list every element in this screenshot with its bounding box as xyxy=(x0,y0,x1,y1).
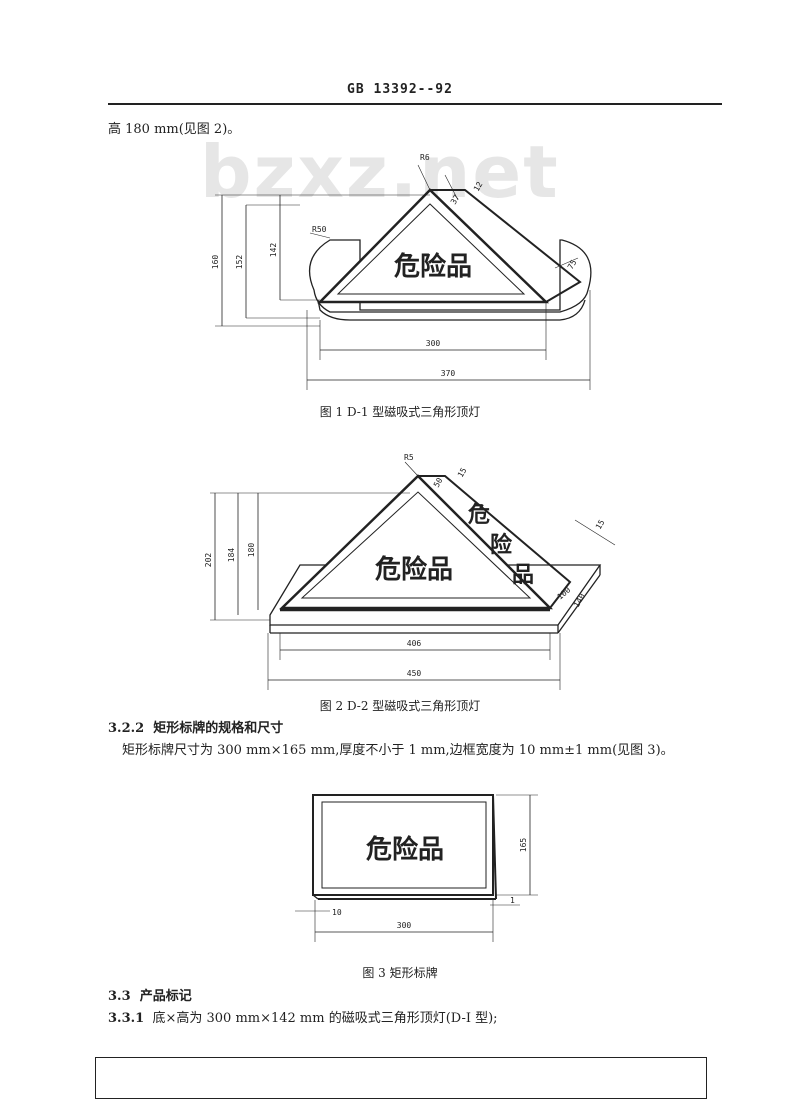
figure-2-side-char-2: 险 xyxy=(490,532,513,558)
section-3-2-2-title: 矩形标牌的规格和尺寸 xyxy=(153,721,284,736)
header-rule xyxy=(108,103,722,105)
fig1-dim-160: 160 xyxy=(211,255,220,270)
fig3-dim-165: 165 xyxy=(519,838,528,853)
fig2-dim-184: 184 xyxy=(227,548,236,563)
section-3-3-title: 产品标记 xyxy=(139,989,192,1004)
section-3-3-1: 3.3.1 底×高为 300 mm×142 mm 的磁吸式三角形顶灯(D-I 型… xyxy=(108,1007,498,1026)
figure-3-sign-text: 危险品 xyxy=(366,834,444,865)
figure-2-caption: 图 2 D-2 型磁吸式三角形顶灯 xyxy=(319,699,481,713)
section-3-3-heading: 3.3 产品标记 xyxy=(108,985,192,1004)
figure-2-side-char-1: 危 xyxy=(468,502,490,528)
fig1-dim-142: 142 xyxy=(269,243,278,258)
fig2-dim-r5: R5 xyxy=(404,453,414,462)
fig1-dim-r50: R50 xyxy=(312,225,327,234)
figure-1-sign-text: 危险品 xyxy=(394,251,472,282)
figure-2-sign-text: 危险品 xyxy=(375,554,453,585)
figure-3-caption: 图 3 矩形标牌 xyxy=(362,966,438,980)
figure-1-caption: 图 1 D-1 型磁吸式三角形顶灯 xyxy=(319,405,481,419)
fig3-dim-1: 1 xyxy=(510,896,515,905)
section-3-2-2-number: 3.2.2 xyxy=(108,721,145,736)
fig2-dim-450: 450 xyxy=(407,669,422,678)
fig1-dim-75: 75 xyxy=(566,258,579,271)
section-3-2-2-body: 矩形标牌尺寸为 300 mm×165 mm,厚度不小于 1 mm,边框宽度为 1… xyxy=(122,743,674,758)
section-3-3-number: 3.3 xyxy=(108,989,131,1004)
page-header: GB 13392--92 xyxy=(347,82,453,97)
fig2-dim-50: 50 xyxy=(432,476,445,489)
fig2-dim-406: 406 xyxy=(407,639,422,648)
fig2-dim-15: 15 xyxy=(456,466,469,479)
watermark: bzxz.net xyxy=(200,130,560,214)
fig3-dim-300: 300 xyxy=(397,921,412,930)
fig1-dim-37: 37 xyxy=(449,193,462,206)
fig2-dim-15b: 15 xyxy=(594,518,607,531)
section-3-2-2-heading: 3.2.2 矩形标牌的规格和尺寸 xyxy=(108,717,283,736)
fig1-dim-300: 300 xyxy=(426,339,441,348)
figure-2-side-char-3: 品 xyxy=(512,563,534,588)
section-3-3-1-body: 底×高为 300 mm×142 mm 的磁吸式三角形顶灯(D-I 型); xyxy=(152,1011,498,1026)
fig1-dim-152: 152 xyxy=(235,255,244,270)
fig2-dim-202: 202 xyxy=(204,553,213,568)
fig1-dim-r6: R6 xyxy=(420,153,430,162)
intro-text: 高 180 mm(见图 2)。 xyxy=(108,122,241,137)
fig1-dim-370: 370 xyxy=(441,369,456,378)
section-3-3-1-number: 3.3.1 xyxy=(108,1011,145,1026)
fig2-dim-180: 180 xyxy=(247,543,256,558)
fig1-dim-12: 12 xyxy=(472,180,485,193)
fig3-dim-10: 10 xyxy=(332,908,342,917)
footer-box xyxy=(95,1057,707,1099)
